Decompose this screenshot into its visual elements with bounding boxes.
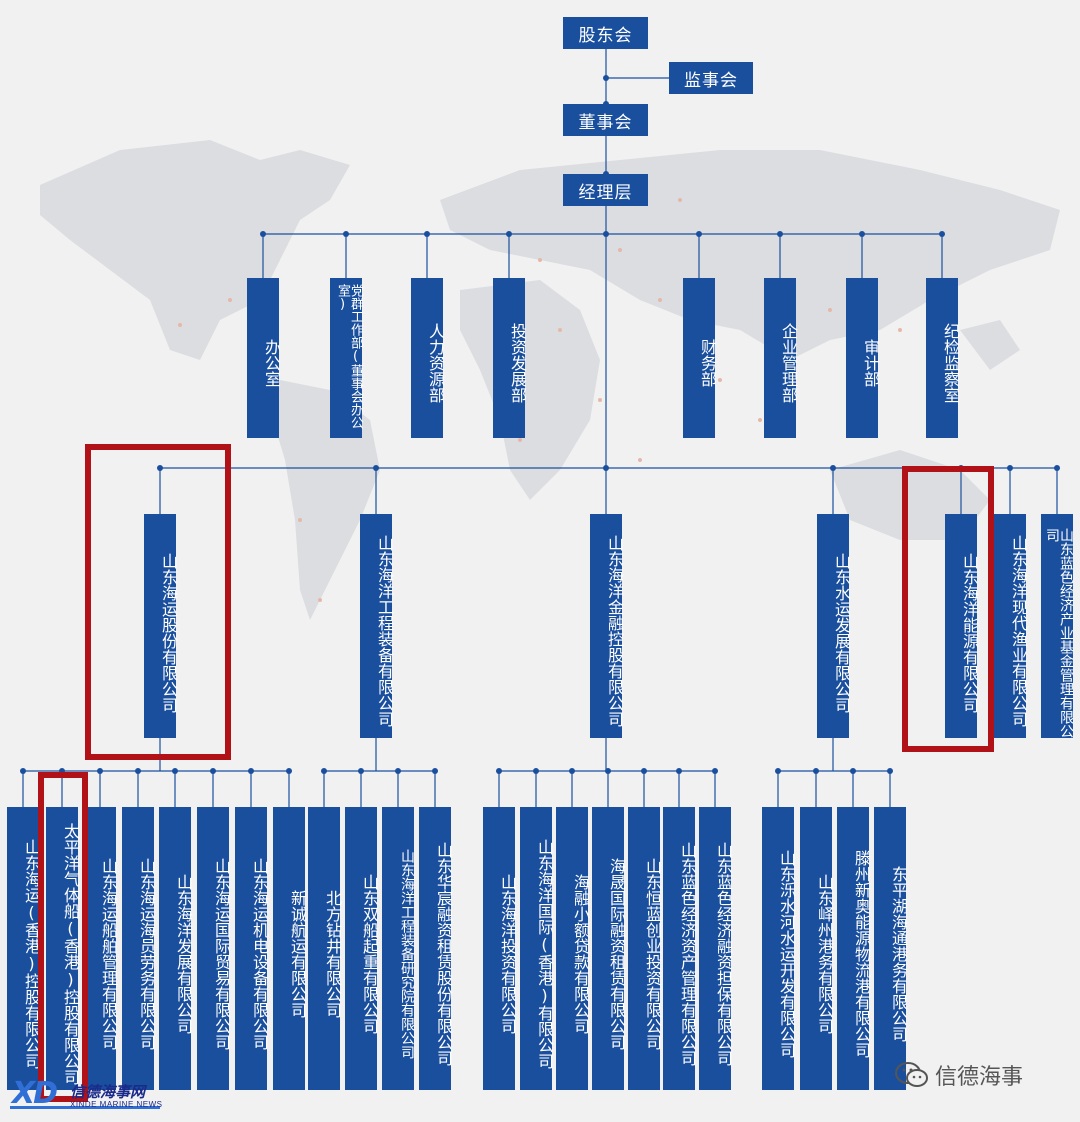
highlight-frame-ocean-energy [902,466,994,752]
group-ocean-finance: 山东海洋金融控股有限公司 [590,514,624,738]
sub-0-6: 山东海运机电设备有限公司 [235,807,269,1090]
sub-2-1: 山东海洋国际(香港)有限公司 [520,807,554,1090]
sub-3-0: 山东泺水河水运开发有限公司 [762,807,796,1090]
sub-2-5: 山东蓝色经济资产管理有限公司 [663,807,697,1090]
sub-2-2: 海融小额贷款有限公司 [556,807,590,1090]
xinde-logo-mark: XD [12,1076,58,1111]
wechat-icon [895,1062,928,1087]
sub-0-3: 山东海运海员劳务有限公司 [122,807,156,1090]
sub-3-3: 东平湖海通港务有限公司 [874,807,908,1090]
dept-hr: 人力资源部 [411,278,445,438]
sub-1-2: 山东海洋工程装备研究院有限公司 [382,807,415,1090]
group-ocean-engineering: 山东海洋工程装备有限公司 [360,514,394,738]
sub-0-1: 太平洋气体船(香港)控股有限公司 [46,807,80,1090]
dept-investment: 投资发展部 [493,278,527,438]
sub-3-2: 滕州新奥能源物流港有限公司 [837,807,871,1090]
group-modern-fishery: 山东海洋现代渔业有限公司 [994,514,1028,738]
sub-0-7: 新诚航运有限公司 [273,807,307,1090]
group-shandong-shipping: 山东海运股份有限公司 [144,514,178,738]
highlight-frame-shandong-shipping [85,444,231,760]
sub-2-4: 山东恒蓝创业投资有限公司 [628,807,662,1090]
highlight-frame-pacific-gas-carrier [38,772,88,1102]
wechat-watermark: 信德海事 [895,1058,1023,1092]
sub-0-4: 山东海洋发展有限公司 [159,807,193,1090]
sub-2-0: 山东海洋投资有限公司 [483,807,517,1090]
group-ocean-energy: 山东海洋能源有限公司 [945,514,979,738]
sub-3-1: 山东峄州港务有限公司 [800,807,834,1090]
dept-discipline: 纪检监察室 [926,278,960,438]
xinde-logo-cn: 信德海事网 [70,1083,146,1101]
dept-audit: 审计部 [846,278,880,438]
sub-2-6: 山东蓝色经济融资担保有限公司 [699,807,733,1090]
sub-1-0: 北方钻井有限公司 [308,807,342,1090]
wechat-watermark-text: 信德海事 [935,1065,1024,1090]
sub-1-1: 山东双船起重有限公司 [345,807,379,1090]
sub-0-5: 山东海运国际贸易有限公司 [197,807,231,1090]
sub-2-3: 海晟国际融资租赁有限公司 [592,807,626,1090]
dept-enterprise-mgmt: 企业管理部 [764,278,798,438]
xinde-logo-icon [10,1106,160,1109]
xinde-logo-en: XINDE MARINE NEWS [70,1100,163,1109]
sub-1-3: 山东华宸融资租赁股份有限公司 [419,807,453,1090]
shareholders-box: 股东会 [563,17,648,49]
dept-party-affairs: 党群工作部(董事会办公室) [330,278,363,438]
management-box: 经理层 [563,174,648,206]
dept-office: 办公室 [247,278,281,438]
supervisors-box: 监事会 [669,62,753,94]
group-water-transport: 山东水运发展有限公司 [817,514,851,738]
group-blue-economy-fund: 山东蓝色经济产业基金管理有限公司 [1041,514,1074,738]
board-box: 董事会 [563,104,648,136]
sub-0-0: 山东海运(香港)控股有限公司 [7,807,41,1090]
dept-finance: 财务部 [683,278,717,438]
sub-0-2: 山东海运船舶管理有限公司 [84,807,118,1090]
